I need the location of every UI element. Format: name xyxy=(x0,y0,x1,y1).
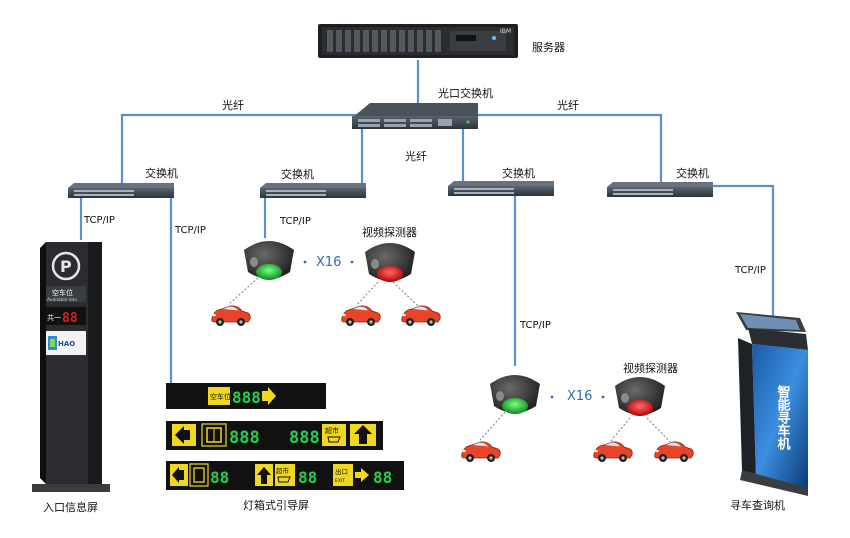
switch-1 xyxy=(68,183,174,198)
link-core-switch-1 xyxy=(120,113,360,186)
fiber-label-left: 光纤 xyxy=(222,98,244,112)
tcpip-label-4: TCP/IP xyxy=(519,320,551,331)
panel3-cart-icon xyxy=(277,476,291,483)
detector-label-1: 视频探测器 xyxy=(362,225,417,239)
car-finding-kiosk: 智能寻车机 xyxy=(736,312,808,496)
video-detector-red-1 xyxy=(365,243,415,282)
detector-links xyxy=(227,277,671,443)
car-4 xyxy=(461,441,501,463)
car-6 xyxy=(654,441,694,463)
panel2-count-a: 888 xyxy=(229,428,260,448)
entrance-p-letter: P xyxy=(60,257,72,276)
x16-dots xyxy=(303,260,605,399)
panel3-tag-b-sub: EXIT xyxy=(335,478,345,484)
panel3-count-b: 88 xyxy=(298,468,317,487)
panel3-count-c: 88 xyxy=(373,468,392,487)
lightbox-screen-label: 灯箱式引导屏 xyxy=(243,498,309,512)
switch-3 xyxy=(448,181,554,196)
detector-label-2: 视频探测器 xyxy=(623,361,678,375)
entrance-info-screen: P 空车位 Available lots 共一 88 HAO xyxy=(32,242,110,492)
panel3-right-arrow-icon xyxy=(355,468,369,482)
switch-3-label: 交换机 xyxy=(502,166,535,180)
tcpip-label-3: TCP/IP xyxy=(279,216,311,227)
video-detector-green-2 xyxy=(490,375,540,414)
switch-2-label: 交换机 xyxy=(281,167,314,181)
guide-panel-3: 88 超市 88 出口 EXIT 88 xyxy=(166,461,404,490)
switch-4 xyxy=(607,182,713,197)
panel2-count-b: 888 xyxy=(289,428,320,448)
panel2-cart-icon xyxy=(327,436,341,443)
x16-label-2: X16 xyxy=(567,389,592,404)
panel3-left-arrow-icon xyxy=(172,467,184,483)
kiosk-text: 智能寻车机 xyxy=(775,384,791,451)
server-rack: IBM xyxy=(318,24,518,58)
link-core-switch-4 xyxy=(478,113,663,186)
panel3-tag-b: 出口 xyxy=(335,467,348,476)
core-switch xyxy=(352,103,478,129)
fiber-label-center: 光纤 xyxy=(405,149,427,163)
car-5 xyxy=(593,441,633,463)
panel1-right-arrow-icon xyxy=(262,387,276,405)
guide-panel-1: 空车位 888 xyxy=(166,383,326,409)
core-switch-label: 光口交换机 xyxy=(438,86,493,100)
switch-2 xyxy=(260,183,366,198)
entrance-logo: HAO xyxy=(58,340,75,348)
panel2-left-arrow-icon xyxy=(175,426,190,444)
entrance-count: 88 xyxy=(62,311,78,326)
tcpip-label-2: TCP/IP xyxy=(174,225,206,236)
entrance-screen-label: 入口信息屏 xyxy=(43,500,98,514)
panel3-elevator-icon xyxy=(193,467,205,483)
link-switch4-kiosk xyxy=(713,184,775,330)
fiber-label-right: 光纤 xyxy=(557,98,579,112)
svg-text:IBM: IBM xyxy=(500,28,511,35)
video-detector-green-1 xyxy=(244,241,294,280)
entrance-row-label: 共一 xyxy=(47,313,61,322)
switch-4-label: 交换机 xyxy=(676,166,709,180)
car-3 xyxy=(401,305,441,327)
panel3-tag-a: 超市 xyxy=(276,466,290,475)
panel2-up-arrow-icon xyxy=(354,425,372,444)
switch-1-label: 交换机 xyxy=(145,166,178,180)
entrance-subtitle: Available lots xyxy=(47,297,78,303)
guide-panel-2: 888 888 超市 xyxy=(166,421,383,450)
tcpip-label-5: TCP/IP xyxy=(734,265,766,276)
car-1 xyxy=(211,305,251,327)
panel1-tag: 空车位 xyxy=(210,392,231,401)
video-detector-red-2 xyxy=(615,377,665,416)
tcpip-label-1: TCP/IP xyxy=(83,215,115,226)
panel1-count: 888 xyxy=(232,388,261,407)
server-label: 服务器 xyxy=(532,41,565,54)
panel2-tag: 超市 xyxy=(325,426,339,435)
network-links xyxy=(79,60,775,383)
panel3-count-a: 88 xyxy=(210,468,229,487)
x16-label-1: X16 xyxy=(316,255,341,270)
panel3-up-arrow-icon xyxy=(257,467,271,484)
entrance-title: 空车位 xyxy=(52,288,73,297)
kiosk-label: 寻车查询机 xyxy=(730,498,785,512)
car-2 xyxy=(341,305,381,327)
